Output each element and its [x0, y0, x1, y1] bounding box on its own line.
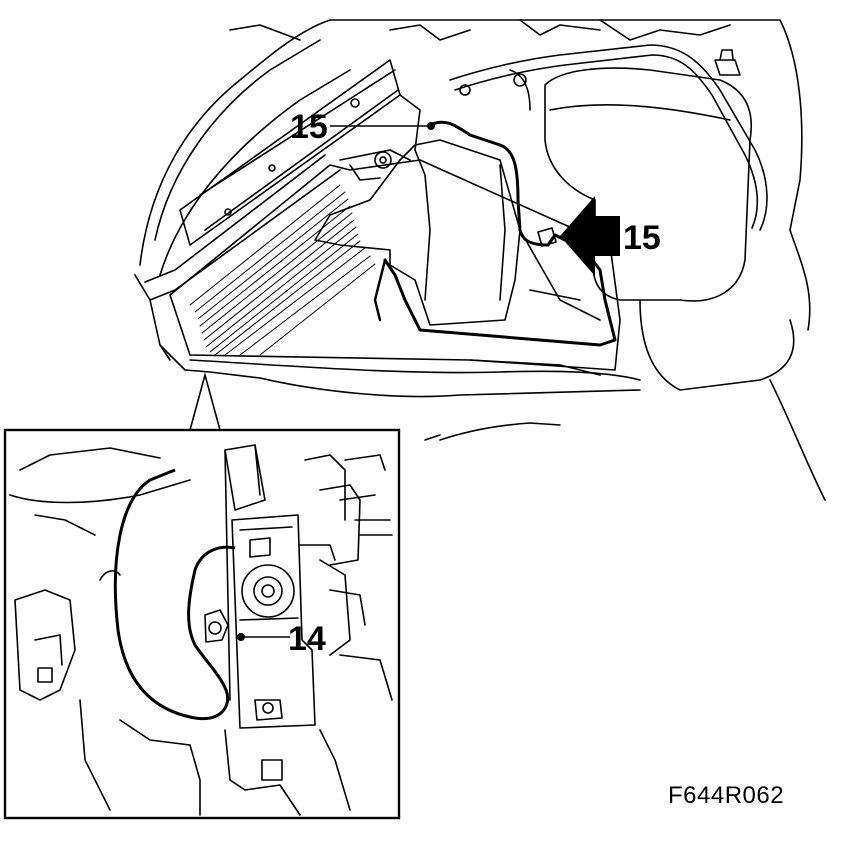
callout-label-14: 14 [288, 620, 326, 658]
arrow-indicator [560, 196, 620, 276]
detail-hose [113, 478, 236, 721]
detail-inset: 14 [3, 428, 401, 820]
figure-code: F644R062 [668, 782, 785, 809]
detail-leader [189, 371, 221, 431]
radiator-fins [189, 184, 376, 356]
callout-label-15-top: 15 [290, 108, 328, 146]
main-illustration [134, 19, 826, 501]
callout-label-15-arrow: 15 [623, 219, 661, 257]
callout-top-bolt [330, 122, 435, 130]
